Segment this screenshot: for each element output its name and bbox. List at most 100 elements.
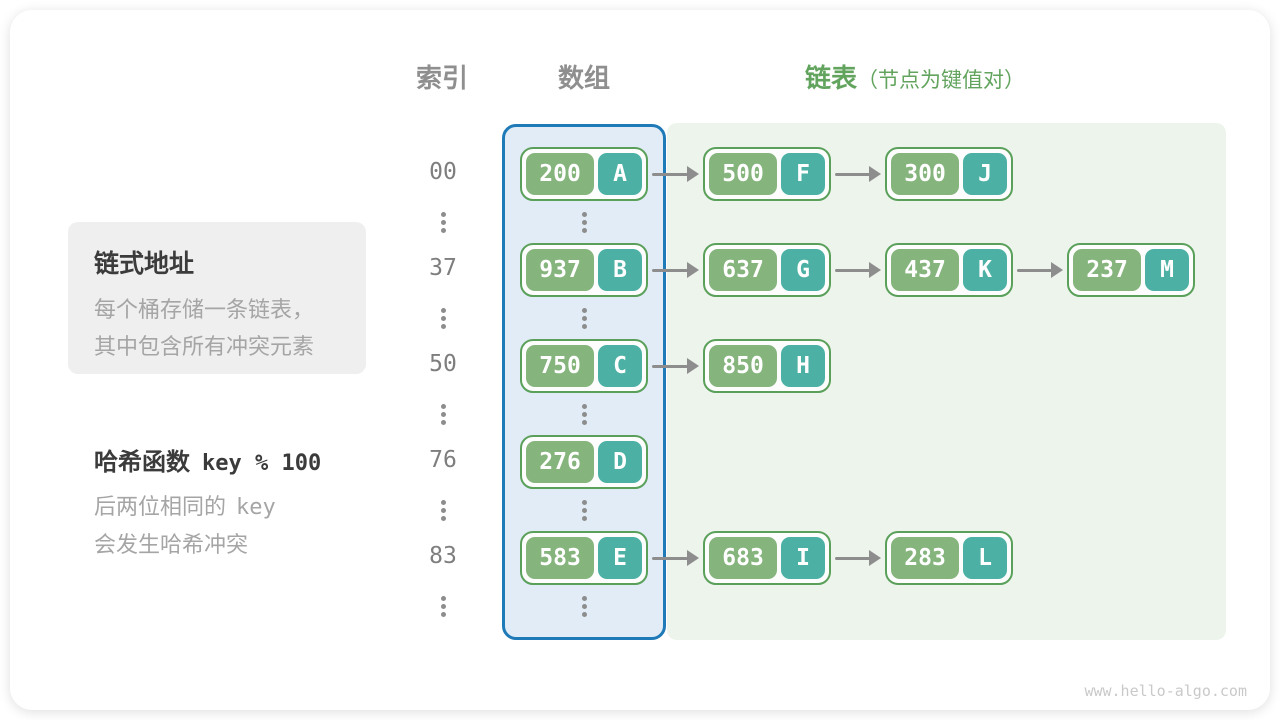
array-column-header: 数组 [558, 64, 611, 94]
dot [440, 212, 446, 217]
ellipsis-dots [581, 308, 587, 329]
arrow-head [687, 550, 699, 566]
value-cell: A [598, 153, 642, 195]
arrow-icon [652, 166, 699, 182]
dot [581, 612, 587, 617]
index-label: 00 [429, 159, 457, 185]
value-cell: M [1145, 249, 1189, 291]
arrow-shaft [652, 268, 690, 272]
value-cell: L [963, 537, 1007, 579]
ellipsis-dots [440, 500, 446, 521]
key-cell: 937 [526, 249, 595, 291]
ellipsis-dots [581, 212, 587, 233]
hash-note-line1-text: 后两位相同的 [94, 495, 227, 520]
ellipsis-dots [440, 308, 446, 329]
dot [581, 420, 587, 425]
dot [581, 220, 587, 225]
key-cell: 500 [709, 153, 778, 195]
info-box-line: 其中包含所有冲突元素 [94, 335, 315, 360]
arrow-icon [652, 550, 699, 566]
dot [581, 212, 587, 217]
ellipsis-dots [440, 596, 446, 617]
list-column-header: 链表（节点为键值对） [805, 62, 1025, 96]
key-cell: 683 [709, 537, 778, 579]
hash-note-line: 会发生哈希冲突 [94, 533, 249, 558]
arrow-head [869, 262, 881, 278]
arrow-shaft [1017, 268, 1054, 272]
dot [581, 324, 587, 329]
index-label: 50 [429, 351, 457, 377]
dot [440, 508, 446, 513]
value-cell: E [598, 537, 642, 579]
dot [440, 324, 446, 329]
ellipsis-dots [440, 212, 446, 233]
arrow-head [1051, 262, 1063, 278]
value-cell: B [598, 249, 642, 291]
value-cell: D [598, 441, 642, 483]
value-cell: G [781, 249, 825, 291]
arrow-shaft [652, 364, 690, 368]
arrow-head [869, 166, 881, 182]
list-header-label: 链表 [805, 64, 858, 94]
index-label: 83 [429, 543, 457, 569]
value-cell: F [781, 153, 825, 195]
dot [581, 500, 587, 505]
dot [440, 604, 446, 609]
key-cell: 283 [891, 537, 960, 579]
value-cell: H [781, 345, 825, 387]
watermark: www.hello-algo.com [1084, 682, 1247, 700]
dot [440, 412, 446, 417]
arrow-icon [652, 262, 699, 278]
index-label: 76 [429, 447, 457, 473]
arrow-icon [1017, 262, 1063, 278]
dot [581, 508, 587, 513]
key-cell: 237 [1073, 249, 1142, 291]
dot [440, 612, 446, 617]
arrow-shaft [835, 556, 872, 560]
dot [581, 308, 587, 313]
ellipsis-dots [440, 404, 446, 425]
value-cell: C [598, 345, 642, 387]
value-cell: K [963, 249, 1007, 291]
arrow-shaft [652, 172, 690, 176]
dot [581, 316, 587, 321]
dot [440, 596, 446, 601]
ellipsis-dots [581, 404, 587, 425]
arrow-head [869, 550, 881, 566]
value-cell: I [781, 537, 825, 579]
list-header-note: （节点为键值对） [857, 68, 1026, 92]
arrow-shaft [652, 556, 690, 560]
dot [440, 516, 446, 521]
ellipsis-dots [581, 596, 587, 617]
index-label: 37 [429, 255, 457, 281]
dot [581, 228, 587, 233]
arrow-icon [652, 358, 699, 374]
dot [440, 316, 446, 321]
hash-function-label: 哈希函数 [94, 448, 190, 476]
chaining-info-box: 链式地址 每个桶存储一条链表， 其中包含所有冲突元素 [68, 222, 366, 374]
dot [581, 516, 587, 521]
arrow-shaft [835, 172, 872, 176]
key-cell: 850 [709, 345, 778, 387]
index-column-header: 索引 [416, 64, 469, 94]
arrow-shaft [835, 268, 872, 272]
hash-function-code: key % 100 [202, 451, 322, 476]
dot [440, 228, 446, 233]
dot [440, 404, 446, 409]
hash-function-title: 哈希函数 key % 100 [94, 442, 414, 477]
dot [581, 412, 587, 417]
key-cell: 637 [709, 249, 778, 291]
arrow-head [687, 166, 699, 182]
dot [440, 500, 446, 505]
